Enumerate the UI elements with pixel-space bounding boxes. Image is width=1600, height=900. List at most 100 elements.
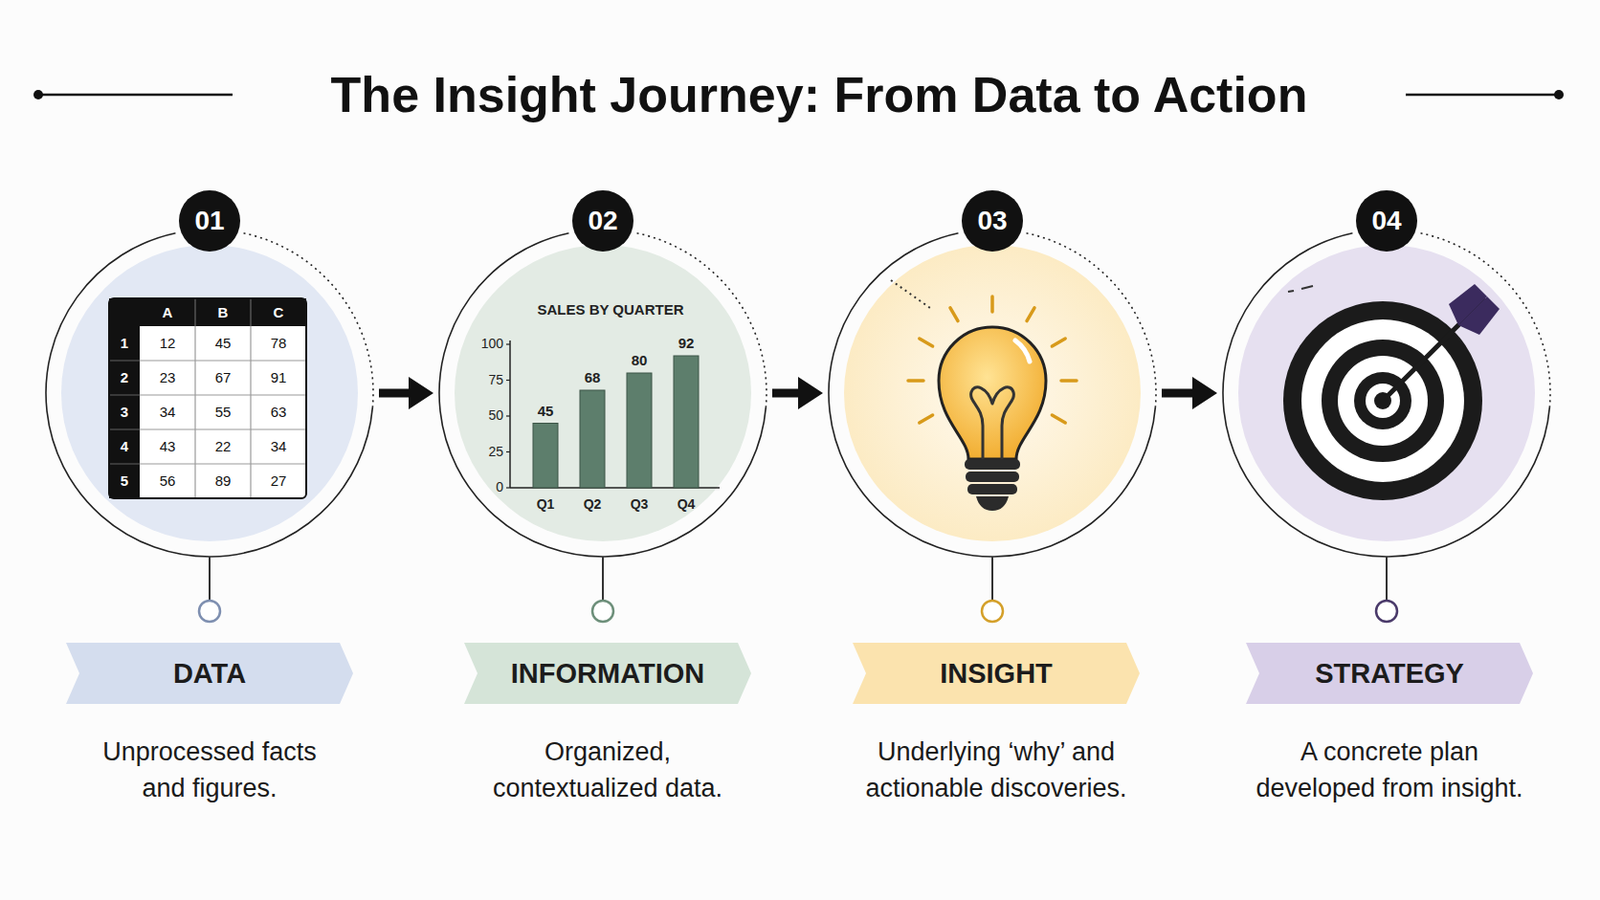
flow-arrow xyxy=(378,389,409,399)
axis-tick-mark xyxy=(506,487,511,489)
leader-ring xyxy=(981,600,1003,623)
column-header: C xyxy=(273,304,285,321)
bulb-ray xyxy=(1051,415,1066,423)
step-banner: INFORMATION xyxy=(464,643,752,705)
row-number: 3 xyxy=(120,404,129,422)
column-header: B xyxy=(218,304,229,321)
chevron-fill xyxy=(1245,643,1534,705)
bulb-base xyxy=(965,471,1020,483)
table-grid-line xyxy=(249,326,251,499)
circle-border xyxy=(1222,233,1550,557)
step-number: 04 xyxy=(1355,190,1418,252)
chart-bar xyxy=(673,355,699,489)
flow-arrow xyxy=(1161,389,1193,399)
circle-fill xyxy=(844,244,1141,542)
table-cell: 12 xyxy=(159,335,177,353)
chevron-fill xyxy=(66,643,354,705)
leader-line xyxy=(601,556,604,601)
step-description: Unprocessed facts and figures. xyxy=(88,733,333,807)
leader-line xyxy=(1385,556,1388,601)
step-banner: STRATEGY xyxy=(1245,643,1534,705)
circle-fill xyxy=(454,244,752,542)
table-cell: 63 xyxy=(270,404,288,422)
axis-category: Q2 xyxy=(583,497,602,512)
leader-line xyxy=(991,556,994,601)
table-cell: 89 xyxy=(215,473,232,490)
axis-tick: 25 xyxy=(488,444,504,460)
step-description: Organized, contextualized data. xyxy=(464,733,752,807)
chevron-fill xyxy=(852,643,1140,705)
table-cell: 43 xyxy=(159,439,177,456)
table-grid-line xyxy=(109,428,140,430)
table-border xyxy=(109,298,307,499)
axis-tick-mark xyxy=(506,451,511,453)
table-grid-line xyxy=(139,394,307,396)
bar-value: 45 xyxy=(537,402,555,420)
table-grid-line xyxy=(139,428,307,430)
step-name: DATA xyxy=(66,643,354,705)
chart-bar xyxy=(626,373,652,489)
column-header: A xyxy=(162,304,174,321)
chart-title: SALES BY QUARTER xyxy=(536,302,684,319)
step-name: INFORMATION xyxy=(464,643,752,705)
step-number: 03 xyxy=(961,190,1023,252)
table-grid-line xyxy=(139,359,307,361)
motion-mark xyxy=(1301,286,1313,289)
table-grid-line xyxy=(109,359,140,361)
bulb-base xyxy=(967,484,1018,495)
step-description: Underlying ‘why’ and actionable discover… xyxy=(857,733,1135,807)
table-cell: 34 xyxy=(270,439,288,456)
leader-ring xyxy=(592,600,614,623)
flow-arrow xyxy=(772,389,799,399)
leader-lines xyxy=(199,556,1398,623)
table-body xyxy=(109,298,307,499)
bar-value: 92 xyxy=(678,335,695,353)
table-row-band xyxy=(109,298,140,499)
step-banner: DATA xyxy=(66,643,354,705)
bulb-ray xyxy=(919,338,934,347)
bulb-ray xyxy=(919,415,934,423)
bulb-ray xyxy=(950,308,958,322)
bulb-ray xyxy=(1061,378,1077,383)
bulb-ray xyxy=(990,296,995,312)
axis-tick: 0 xyxy=(495,480,504,495)
leader-line xyxy=(208,556,211,601)
chart-bar xyxy=(533,423,558,489)
axis-category: Q3 xyxy=(630,497,649,512)
axis-tick-mark xyxy=(506,379,511,381)
rule-dot xyxy=(33,89,44,100)
target-bullseye xyxy=(1374,392,1392,410)
table-grid-line xyxy=(249,298,251,327)
axis-category: Q1 xyxy=(536,497,556,512)
table-cell: 22 xyxy=(215,439,232,456)
target-icon xyxy=(1283,284,1500,501)
bulb-glass xyxy=(938,327,1046,460)
rule-line xyxy=(38,93,233,97)
table-cell: 67 xyxy=(215,370,232,387)
chart-bar xyxy=(579,390,605,489)
dart-feather xyxy=(1458,296,1500,335)
step-banner: INSIGHT xyxy=(852,643,1140,705)
table-cell: 34 xyxy=(159,404,177,422)
table-and-chart xyxy=(109,298,720,499)
table-cell: 91 xyxy=(270,370,288,387)
rule-line xyxy=(1405,93,1559,97)
chevron-fill xyxy=(464,643,752,705)
axis-tick-mark xyxy=(506,343,511,345)
circle-fill xyxy=(61,244,358,542)
table-grid-line xyxy=(109,463,140,465)
table-cell: 56 xyxy=(159,473,177,490)
table-cell: 27 xyxy=(270,473,288,490)
step-number: 01 xyxy=(178,190,241,252)
circle-border xyxy=(439,233,766,557)
axis-category: Q4 xyxy=(677,497,696,512)
step-description: A concrete plan developed from insight. xyxy=(1244,733,1536,807)
axis-tick: 75 xyxy=(488,373,504,388)
table-grid-line xyxy=(194,298,196,327)
step-number: 02 xyxy=(572,190,634,252)
axis-tick: 100 xyxy=(481,336,504,352)
leader-ring xyxy=(1376,600,1398,623)
bulb-base xyxy=(964,459,1021,470)
row-number: 5 xyxy=(120,473,129,490)
